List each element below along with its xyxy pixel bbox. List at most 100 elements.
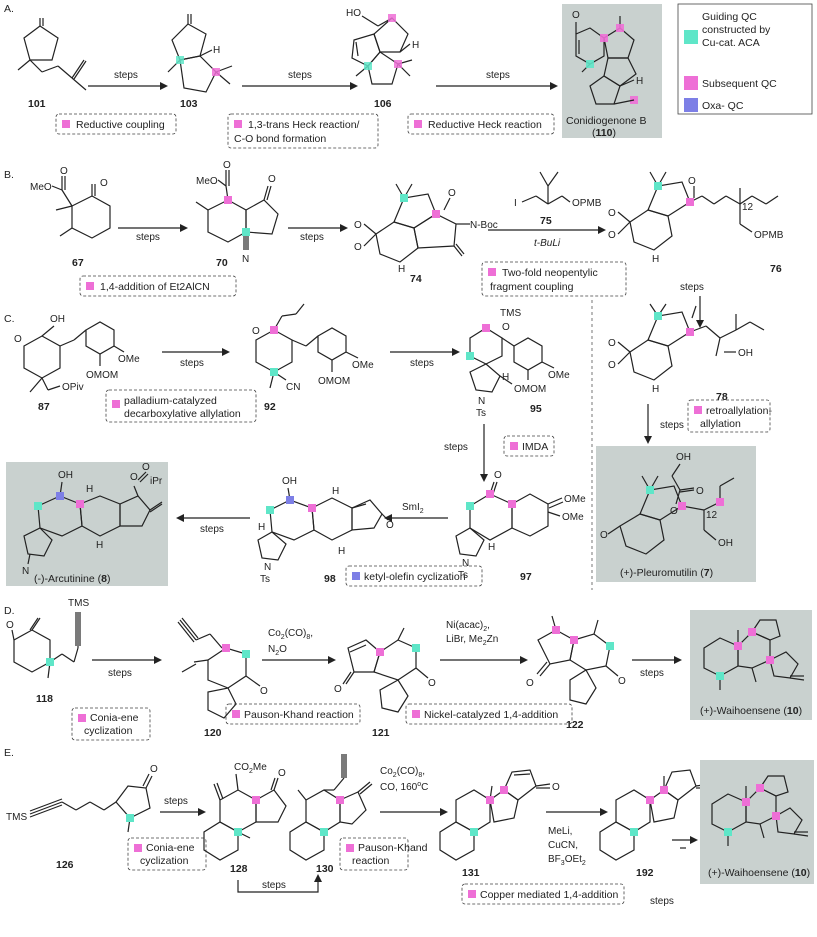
legend-swatch-oxa (684, 98, 698, 112)
note-text: Nickel-catalyzed 1,4-addition (424, 709, 558, 721)
guiding-qc-marker (412, 644, 420, 652)
compound-number: 7 (704, 567, 710, 579)
atom-label: O (428, 678, 436, 689)
note-line: retroallylation- (706, 405, 772, 417)
atom-label: I (514, 198, 517, 209)
arrow-label: CO, 160oC (380, 781, 428, 793)
note-box (79, 275, 237, 297)
note-line: Conia-ene (90, 712, 139, 724)
legend-oxa-label: Oxa- QC (702, 100, 744, 112)
compound-number: 120 (204, 727, 222, 739)
subscript: 8 (306, 634, 310, 641)
arrow-label: steps (262, 880, 286, 891)
note-text: palladium-catalyzed decarboxylative ally… (124, 395, 241, 420)
panel-a: A. 101 steps H (4, 3, 813, 149)
section-d-label: D. (4, 605, 15, 617)
arrowhead (696, 320, 704, 328)
compound-131-structure: O (439, 769, 560, 861)
atom-label: Ts (476, 408, 486, 419)
arrowhead (350, 82, 358, 90)
atom-label: O (252, 326, 260, 337)
reagent-part: (CO) (285, 628, 307, 639)
product-box (596, 446, 756, 582)
reagent-part: O (279, 644, 287, 655)
reagent-part: , (310, 628, 313, 639)
legend-guiding-line: constructed by (702, 24, 771, 36)
subsequent-qc-marker (616, 24, 624, 32)
subscript: 3 (561, 860, 565, 867)
compound-number: 126 (56, 859, 74, 871)
legend-guiding-line: Cu-cat. ACA (702, 37, 760, 49)
note-box (405, 703, 573, 725)
arrow-label: steps (300, 232, 324, 243)
compound-number: 121 (372, 727, 390, 739)
note-line: allylation (700, 418, 741, 430)
note-text: ketyl-olefin cyclization (364, 571, 466, 583)
atom-label: HO (346, 8, 361, 19)
arrow-label: CuCN, (548, 840, 578, 851)
legend-box (677, 3, 813, 115)
reagent-part: OEt (565, 854, 582, 865)
bracket-arrow (237, 880, 319, 893)
atom-label: O (130, 472, 138, 483)
compound-8-structure: OH O O iPr N H H (22, 462, 163, 577)
product-name: Conidiogenone B (566, 115, 647, 127)
note-line: 1,3-trans Heck reaction/ (248, 119, 360, 131)
atom-label: O (572, 10, 580, 21)
arrowhead (384, 514, 392, 522)
compound-number: 110 (596, 127, 613, 139)
atom-label: N-Boc (470, 220, 498, 231)
atom-label: O (502, 322, 510, 333)
compound-number: 97 (520, 571, 532, 583)
compound-number: 10 (795, 867, 807, 879)
subsequent-qc-marker (482, 324, 490, 332)
atom-label: H (488, 542, 495, 553)
compound-number: 92 (264, 401, 276, 413)
note-text: Two-fold neopentylic fragment coupling (490, 267, 601, 293)
section-b-label: B. (4, 169, 14, 181)
atom-label: OMOM (318, 376, 350, 387)
guiding-qc-marker (586, 60, 594, 68)
guiding-qc-marker (270, 368, 278, 376)
atom-label: O (608, 208, 616, 219)
atom-label: O (150, 764, 158, 775)
arrow-label: N2O (268, 644, 287, 657)
subsequent-qc-marker (212, 68, 220, 76)
arrowhead (222, 348, 230, 356)
arrowhead (176, 514, 184, 522)
arrowhead (160, 82, 168, 90)
note-text: Reductive Heck reaction (428, 119, 542, 131)
arrowhead (600, 808, 608, 816)
note-text: Reductive coupling (76, 119, 165, 131)
note-text: Pauson-Khand reaction (244, 709, 354, 721)
compound-101-structure (17, 18, 87, 91)
note-box (687, 399, 771, 433)
compound-98-structure: OH O N Ts H H H (257, 476, 394, 585)
subscript: 8 (418, 772, 422, 779)
arrowhead (480, 474, 488, 482)
arrowhead (644, 436, 652, 444)
note-text: 1,3-trans Heck reaction/ C-O bond format… (234, 119, 362, 145)
subsequent-qc-marker (742, 798, 750, 806)
arrow-label: steps (180, 358, 204, 369)
product-name-wrap: (+)-Pleuromutilin (7) (620, 567, 713, 579)
note-box (71, 707, 151, 741)
guiding-qc-marker (320, 828, 328, 836)
subsequent-qc-marker (224, 196, 232, 204)
note-box (339, 837, 409, 871)
atom-label: O (14, 334, 22, 345)
atom-label: H (412, 40, 419, 51)
guiding-qc-marker (34, 502, 42, 510)
guiding-qc-marker (654, 182, 662, 190)
arrowhead (154, 656, 162, 664)
compound-number: 74 (410, 273, 422, 285)
compound-95-structure: TMS O OMe OMOM N Ts H (466, 308, 570, 419)
product-name-wrap: (-)-Arcutinine (8) (34, 573, 110, 585)
atom-label: O (223, 160, 231, 171)
arrow-label: SmI2 (402, 502, 424, 515)
atom-label: O (268, 174, 276, 185)
compound-128-structure: CO2Me O (203, 762, 287, 861)
atom-label: O (354, 220, 362, 231)
subsequent-qc-marker (336, 796, 344, 804)
arrow-label: steps (164, 796, 188, 807)
